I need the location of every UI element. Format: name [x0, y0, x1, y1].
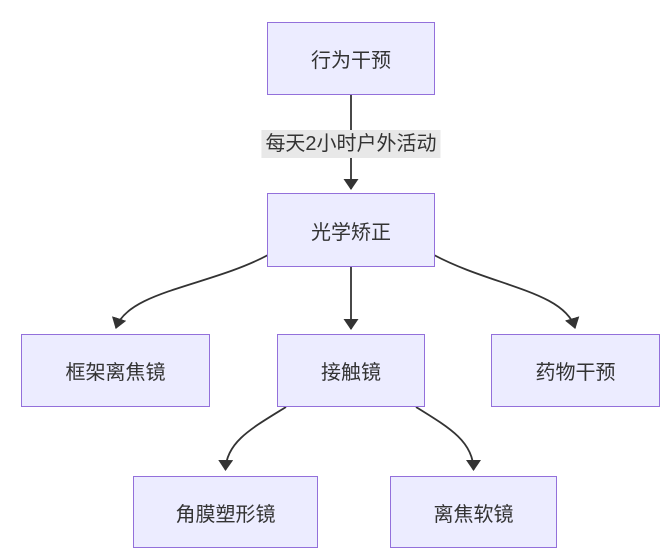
- edge-label-outdoor-activity: 每天2小时户外活动: [261, 130, 441, 158]
- node-drug-intervention: 药物干预: [491, 334, 660, 407]
- node-orthokeratology-lens: 角膜塑形镜: [133, 476, 318, 548]
- edge-contact-to-ortho-k: [218, 406, 287, 471]
- edge-optical-to-frame-defocus: [111, 254, 269, 329]
- node-defocus-soft-lens: 离焦软镜: [390, 476, 557, 548]
- node-contact-lens: 接触镜: [277, 334, 425, 407]
- node-frame-defocus-lens: 框架离焦镜: [21, 334, 210, 407]
- node-optical-correction: 光学矫正: [267, 193, 435, 267]
- node-behavior-intervention: 行为干预: [267, 22, 435, 95]
- edge-contact-to-defocus-soft: [415, 406, 481, 471]
- edge-optical-to-drug: [433, 254, 580, 329]
